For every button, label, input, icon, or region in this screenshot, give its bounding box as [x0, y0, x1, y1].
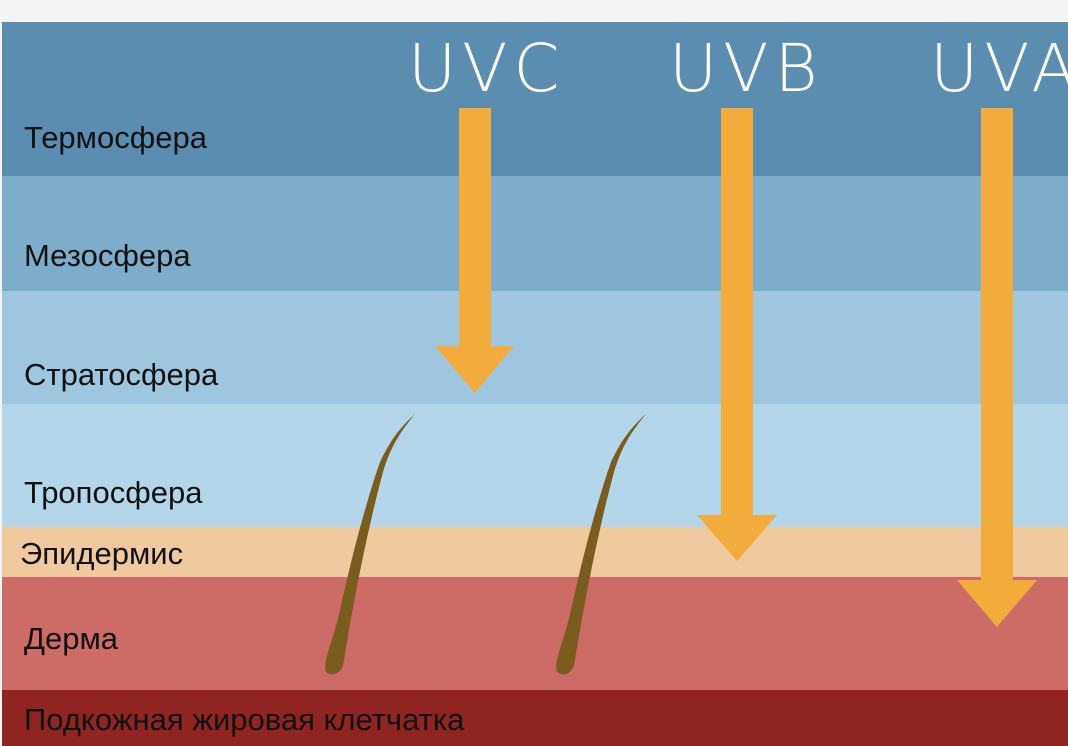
layer-label-mesosphere: Мезосфера: [24, 238, 191, 273]
layer-label-troposphere: Тропосфера: [24, 475, 203, 510]
layer-label-dermis: Дерма: [24, 621, 119, 656]
hair-right: [556, 414, 646, 675]
layer-dermis: Дерма: [2, 577, 1068, 690]
hair-left: [325, 414, 415, 675]
layer-label-subcutaneous: Подкожная жировая клетчатка: [24, 702, 465, 737]
uvc-label: UVC: [408, 30, 566, 107]
layer-stratosphere: Стратосфера: [2, 291, 1068, 404]
uvb-label: UVB: [669, 30, 824, 107]
layer-label-epidermis: Эпидермис: [20, 536, 184, 571]
layer-label-stratosphere: Стратосфера: [24, 357, 219, 392]
layer-troposphere: Тропосфера: [2, 404, 1068, 527]
uvc-arrow: [435, 108, 514, 393]
layer-subcutaneous: Подкожная жировая клетчатка: [2, 690, 1068, 746]
layer-thermosphere: Термосфера: [2, 22, 1068, 176]
uvb-arrow: [697, 108, 777, 561]
layer-mesosphere: Мезосфера: [2, 176, 1068, 291]
layer-epidermis: Эпидермис: [2, 527, 1068, 577]
layer-label-thermosphere: Термосфера: [24, 120, 207, 155]
uva-label: UVA: [930, 30, 1068, 107]
uva-arrow: [957, 108, 1037, 627]
